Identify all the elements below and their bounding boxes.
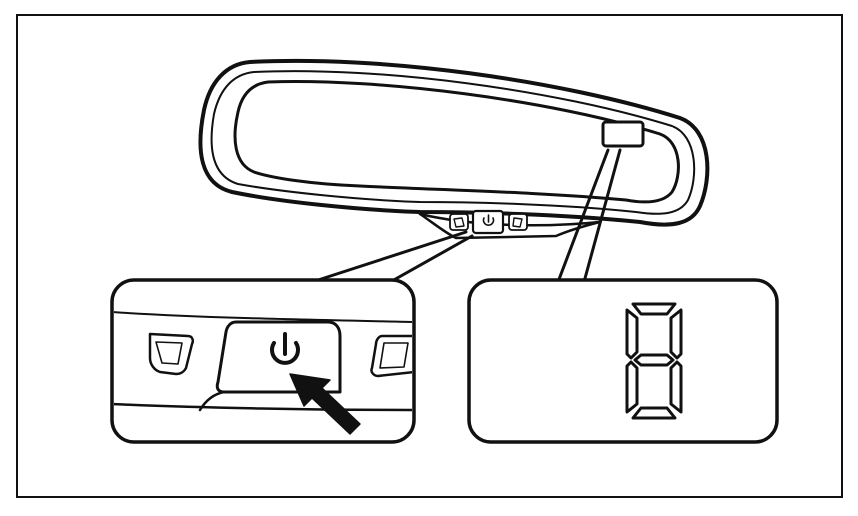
power-icon xyxy=(270,332,300,365)
display-segment-d xyxy=(631,406,677,420)
display-callout-leader xyxy=(556,148,622,284)
mirror-bezel-taper xyxy=(418,212,602,240)
button-zoom-callout xyxy=(110,278,416,444)
mirror-right-button[interactable] xyxy=(508,213,528,231)
mirror-left-button[interactable] xyxy=(449,213,469,231)
callout-housing-line-top xyxy=(114,311,412,323)
mirror-display-window xyxy=(601,120,645,148)
mirror-glass xyxy=(233,80,680,204)
display-callout-box xyxy=(467,278,779,444)
display-segment-f xyxy=(625,308,639,360)
left-tab-icon xyxy=(155,341,183,365)
left-tab-icon xyxy=(453,217,465,228)
rearview-mirror xyxy=(198,58,710,240)
press-arrow xyxy=(289,373,361,435)
right-tab-icon xyxy=(512,217,523,228)
callout-housing-line-bottom xyxy=(114,402,412,412)
mirror-button-row xyxy=(449,209,528,235)
callout-power-button[interactable] xyxy=(215,320,342,394)
callout-button-skirt xyxy=(198,390,226,412)
button-callout-box xyxy=(110,278,416,444)
right-tab-icon xyxy=(379,342,409,369)
mirror-bottom-bezel xyxy=(418,212,602,227)
display-zoom-callout: 8 xyxy=(467,278,779,444)
callout-left-button[interactable] xyxy=(148,332,195,376)
callout-right-button[interactable] xyxy=(370,334,414,378)
display-digit: 8 xyxy=(625,302,683,420)
display-segment-e xyxy=(625,360,639,414)
mirror-housing-inner-edge xyxy=(210,70,696,215)
mirror-housing xyxy=(198,58,710,227)
display-segment-c xyxy=(669,360,683,414)
display-segment-a xyxy=(631,302,677,316)
power-icon xyxy=(482,214,495,226)
display-segment-b xyxy=(669,308,683,360)
display-segment-g xyxy=(633,353,675,367)
